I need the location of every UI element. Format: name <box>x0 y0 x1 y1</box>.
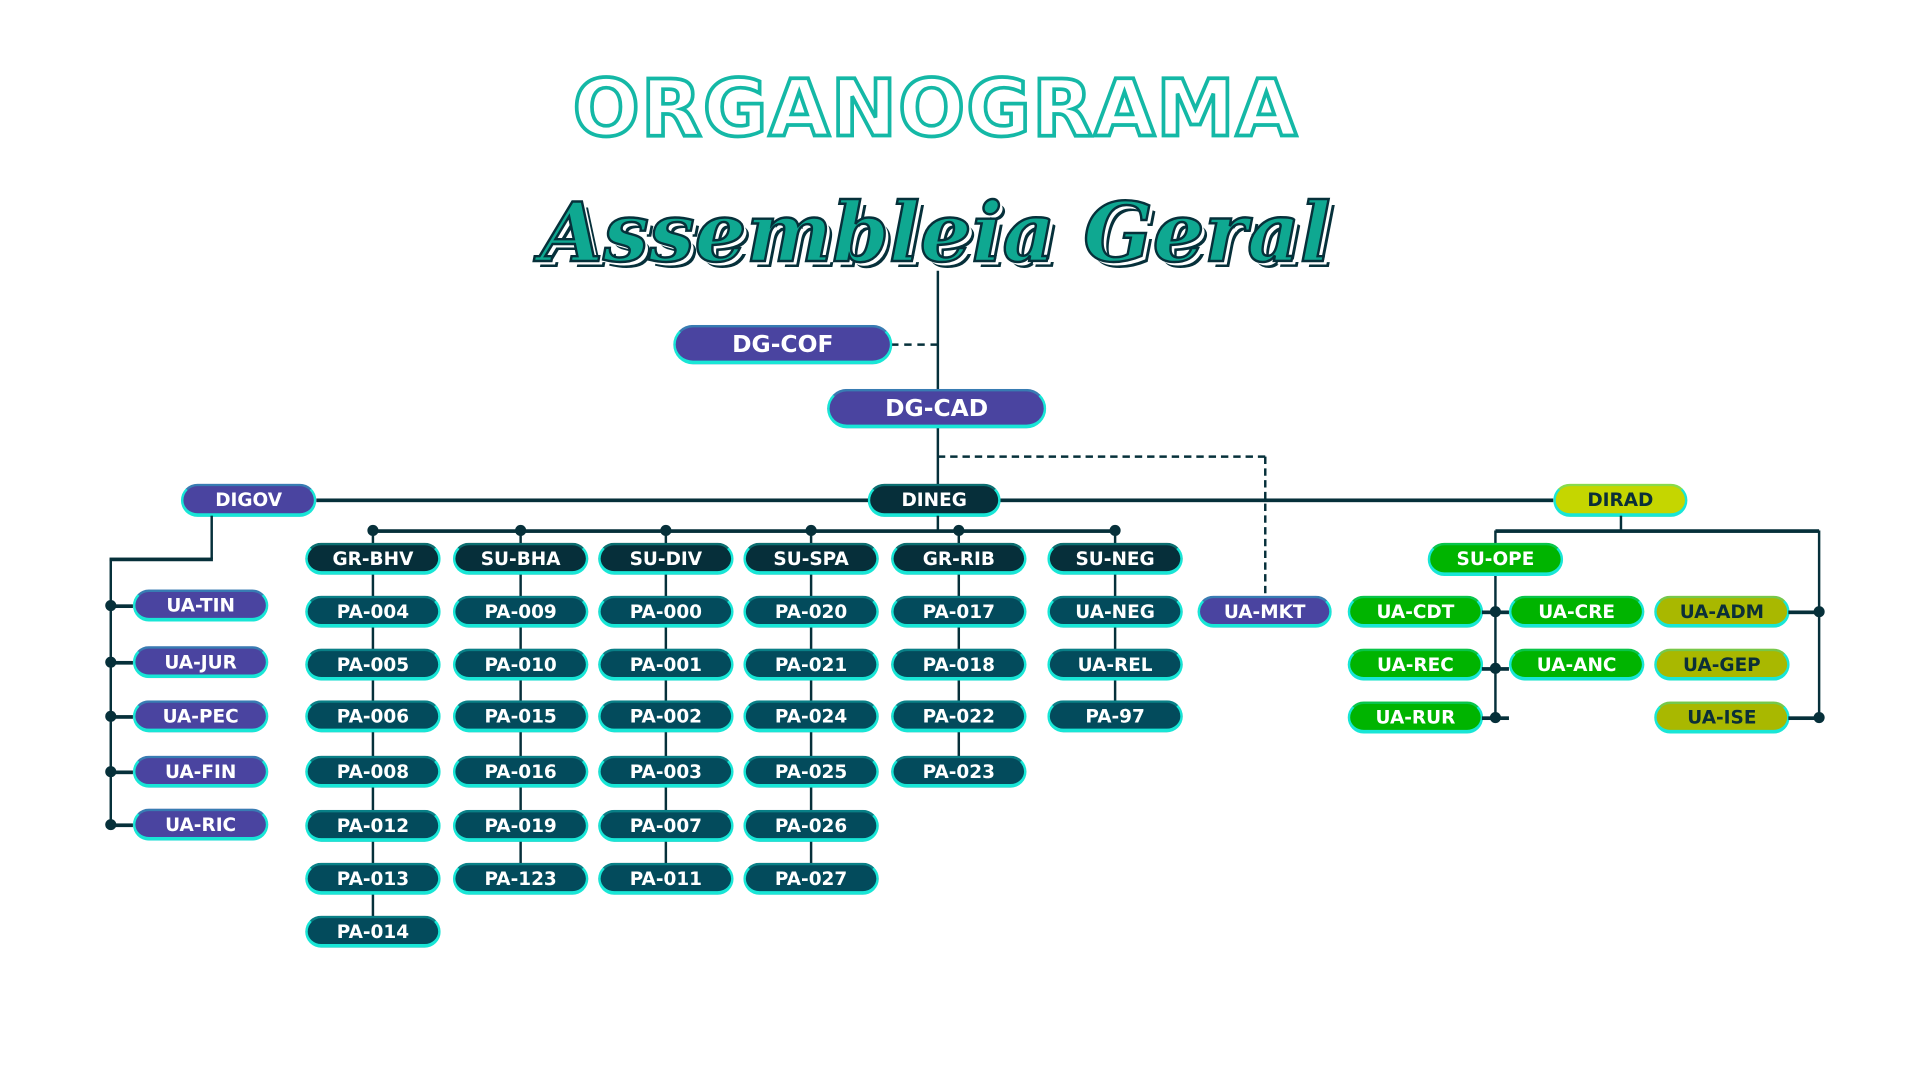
pa-003-box[interactable]: PA-003 <box>598 755 734 788</box>
ua-rec-box[interactable]: UA-REC <box>1347 648 1484 681</box>
pa-022-box[interactable]: PA-022 <box>891 700 1027 733</box>
ua-gep-box[interactable]: UA-GEP <box>1654 648 1790 681</box>
connector-line <box>1817 530 1821 718</box>
connector-node <box>1489 712 1501 724</box>
pa-026-box[interactable]: PA-026 <box>743 809 879 842</box>
dg-cof-box[interactable]: DG-COF <box>673 324 893 365</box>
connector-line <box>1788 715 1820 720</box>
connector-node <box>105 600 117 612</box>
ua-fin-box[interactable]: UA-FIN <box>132 755 269 788</box>
gr-rib-box[interactable]: GR-RIB <box>891 542 1027 575</box>
pa-011-box[interactable]: PA-011 <box>598 862 734 895</box>
pa-017-box[interactable]: PA-017 <box>891 595 1027 628</box>
connector-line <box>109 556 213 561</box>
pa-001-box[interactable]: PA-001 <box>598 648 734 681</box>
pa-015-box[interactable]: PA-015 <box>452 700 589 733</box>
ua-adm-box[interactable]: UA-ADM <box>1654 595 1790 628</box>
connector-line <box>1788 609 1820 614</box>
pa-97-box[interactable]: PA-97 <box>1047 700 1183 733</box>
su-div-box[interactable]: SU-DIV <box>598 542 734 575</box>
dg-cad-box[interactable]: DG-CAD <box>827 388 1047 429</box>
pa-027-box[interactable]: PA-027 <box>743 862 879 895</box>
pa-006-box[interactable]: PA-006 <box>305 700 441 733</box>
pa-023-box[interactable]: PA-023 <box>891 755 1027 788</box>
pa-007-box[interactable]: PA-007 <box>598 809 734 842</box>
pa-010-box[interactable]: PA-010 <box>452 648 589 681</box>
connector-line <box>109 558 113 825</box>
pa-016-box[interactable]: PA-016 <box>452 755 589 788</box>
ua-jur-box[interactable]: UA-JUR <box>132 646 269 679</box>
connector-line <box>110 822 133 827</box>
ua-rur-box[interactable]: UA-RUR <box>1347 701 1484 734</box>
pa-014-box[interactable]: PA-014 <box>305 915 441 948</box>
connector-line <box>110 769 133 774</box>
pa-013-box[interactable]: PA-013 <box>305 862 441 895</box>
connector-node <box>105 656 117 668</box>
connector-node <box>1813 712 1825 724</box>
connector-line <box>1495 528 1820 533</box>
ua-mkt-box[interactable]: UA-MKT <box>1197 595 1332 628</box>
ua-cdt-box[interactable]: UA-CDT <box>1347 595 1484 628</box>
connector-line <box>372 528 1116 533</box>
pa-012-box[interactable]: PA-012 <box>305 809 441 842</box>
ua-ise-box[interactable]: UA-ISE <box>1654 701 1790 734</box>
dirad-box[interactable]: DIRAD <box>1553 483 1688 517</box>
connector-line <box>1619 515 1623 531</box>
connector-node <box>105 819 117 831</box>
pa-019-box[interactable]: PA-019 <box>452 809 589 842</box>
su-ope-box[interactable]: SU-OPE <box>1427 542 1564 576</box>
dashed-connector <box>937 455 1266 458</box>
dineg-box[interactable]: DINEG <box>867 483 1001 517</box>
connector-node <box>105 710 117 722</box>
connector-line <box>110 714 133 719</box>
digov-box[interactable]: DIGOV <box>180 483 317 517</box>
connector-node <box>1813 606 1825 618</box>
ua-pec-box[interactable]: UA-PEC <box>132 700 269 733</box>
connector-line <box>936 515 940 531</box>
connector-line <box>110 660 133 665</box>
su-bha-box[interactable]: SU-BHA <box>452 542 589 575</box>
ua-neg-box[interactable]: UA-NEG <box>1047 595 1183 628</box>
ua-rel-box[interactable]: UA-REL <box>1047 648 1183 681</box>
dashed-connector <box>891 343 938 346</box>
page-subtitle: Assembleia Geral <box>539 183 1332 281</box>
pa-005-box[interactable]: PA-005 <box>305 648 441 681</box>
connector-node <box>1489 662 1501 674</box>
su-neg-box[interactable]: SU-NEG <box>1047 542 1183 575</box>
pa-025-box[interactable]: PA-025 <box>743 755 879 788</box>
connector-line <box>936 270 940 500</box>
connector-line <box>210 515 213 559</box>
ua-anc-box[interactable]: UA-ANC <box>1508 648 1645 681</box>
ua-tin-box[interactable]: UA-TIN <box>132 589 269 622</box>
gr-bhv-box[interactable]: GR-BHV <box>305 542 441 575</box>
pa-020-box[interactable]: PA-020 <box>743 595 879 628</box>
su-spa-box[interactable]: SU-SPA <box>743 542 879 575</box>
pa-000-box[interactable]: PA-000 <box>598 595 734 628</box>
pa-009-box[interactable]: PA-009 <box>452 595 589 628</box>
dashed-connector <box>1264 456 1267 594</box>
ua-cre-box[interactable]: UA-CRE <box>1508 595 1645 628</box>
pa-004-box[interactable]: PA-004 <box>305 595 441 628</box>
ua-ric-box[interactable]: UA-RIC <box>132 808 269 841</box>
connector-node <box>105 766 117 778</box>
connector-line <box>110 603 133 608</box>
pa-008-box[interactable]: PA-008 <box>305 755 441 788</box>
pa-024-box[interactable]: PA-024 <box>743 700 879 733</box>
connector-line <box>1494 530 1497 718</box>
pa-123-box[interactable]: PA-123 <box>452 862 589 895</box>
page-title: ORGANOGRAMA <box>571 62 1299 157</box>
pa-018-box[interactable]: PA-018 <box>891 648 1027 681</box>
pa-021-box[interactable]: PA-021 <box>743 648 879 681</box>
pa-002-box[interactable]: PA-002 <box>598 700 734 733</box>
connector-node <box>1489 606 1501 618</box>
